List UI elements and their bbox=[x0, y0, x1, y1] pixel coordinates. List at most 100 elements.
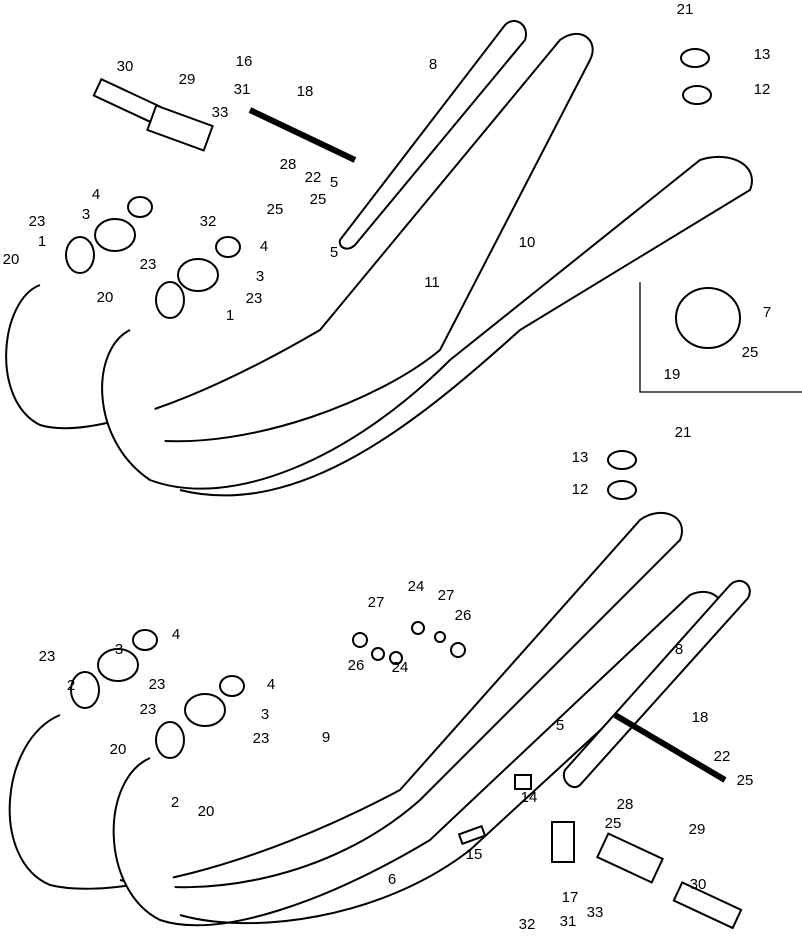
part-number-label: 4 bbox=[172, 626, 180, 643]
flange-bottom bbox=[97, 648, 139, 682]
washer-a bbox=[352, 632, 368, 648]
footpeg-shaft-bottom bbox=[613, 712, 727, 783]
part-number-label: 7 bbox=[763, 304, 771, 321]
part-number-label: 4 bbox=[267, 676, 275, 693]
part-number-label: 13 bbox=[754, 46, 771, 63]
footpeg-shaft-top bbox=[248, 107, 357, 163]
inset-box bbox=[639, 282, 802, 393]
exhaust-pipe-left-bottom bbox=[8, 511, 683, 890]
part-number-label: 32 bbox=[200, 213, 217, 230]
part-number-label: 20 bbox=[198, 803, 215, 820]
part-number-label: 8 bbox=[429, 56, 437, 73]
part-number-label: 31 bbox=[234, 81, 251, 98]
part-number-label: 1 bbox=[226, 307, 234, 324]
part-number-label: 11 bbox=[424, 274, 440, 291]
part-number-label: 5 bbox=[330, 174, 338, 191]
rubber-top bbox=[682, 85, 712, 105]
part-number-label: 23 bbox=[149, 676, 166, 693]
collar-bottom bbox=[70, 671, 100, 709]
flange-bottom-2 bbox=[184, 693, 226, 727]
part-number-label: 3 bbox=[115, 641, 123, 658]
part-number-label: 15 bbox=[466, 846, 483, 863]
washer-c bbox=[434, 631, 446, 643]
bottom-assembly bbox=[8, 511, 751, 930]
part-number-label: 3 bbox=[256, 268, 264, 285]
part-number-label: 23 bbox=[140, 701, 157, 718]
exhaust-pipe-right-bottom bbox=[112, 590, 724, 927]
nut-a bbox=[389, 651, 403, 665]
part-number-label: 3 bbox=[261, 706, 269, 723]
footpeg-rubber-top bbox=[146, 104, 214, 152]
part-number-label: 21 bbox=[677, 1, 694, 18]
part-number-label: 9 bbox=[322, 729, 330, 746]
flange-top-2 bbox=[177, 258, 219, 292]
footpeg-bar-bottom bbox=[672, 881, 743, 930]
part-number-label: 6 bbox=[388, 871, 396, 888]
part-number-label: 5 bbox=[556, 717, 564, 734]
part-number-label: 33 bbox=[587, 904, 604, 921]
gasket-top bbox=[127, 196, 153, 218]
part-number-label: 23 bbox=[29, 213, 46, 230]
part-number-label: 19 bbox=[664, 366, 681, 383]
part-number-label: 21 bbox=[675, 424, 692, 441]
collar-top bbox=[65, 236, 95, 274]
part-number-label: 20 bbox=[3, 251, 20, 268]
exhaust-pipe-right-top bbox=[101, 155, 753, 497]
part-number-label: 14 bbox=[521, 789, 538, 806]
part-number-label: 26 bbox=[455, 607, 472, 624]
part-number-label: 29 bbox=[689, 821, 706, 838]
part-number-label: 2 bbox=[67, 677, 75, 694]
bracket-15 bbox=[457, 824, 487, 846]
part-number-label: 5 bbox=[330, 244, 338, 261]
collar-bottom-2 bbox=[155, 721, 185, 759]
part-number-label: 24 bbox=[392, 659, 409, 676]
baffle bbox=[675, 287, 741, 349]
part-number-label: 17 bbox=[562, 889, 579, 906]
part-number-label: 25 bbox=[267, 201, 284, 218]
part-number-label: 24 bbox=[408, 578, 425, 595]
gasket-bottom-2 bbox=[219, 675, 245, 697]
part-number-label: 26 bbox=[348, 657, 365, 674]
part-number-label: 25 bbox=[310, 191, 327, 208]
part-number-label: 12 bbox=[572, 481, 589, 498]
washer-b bbox=[371, 647, 385, 661]
part-number-label: 23 bbox=[253, 730, 270, 747]
bracket-17 bbox=[551, 821, 575, 863]
part-number-label: 20 bbox=[97, 289, 114, 306]
flange-top bbox=[94, 218, 136, 252]
part-number-label: 28 bbox=[280, 156, 297, 173]
part-number-label: 1 bbox=[38, 233, 46, 250]
gasket-bottom bbox=[132, 629, 158, 651]
part-number-label: 33 bbox=[212, 104, 229, 121]
part-number-label: 4 bbox=[92, 186, 100, 203]
part-number-label: 23 bbox=[39, 648, 56, 665]
gasket-top-2 bbox=[215, 236, 241, 258]
exhaust-pipe-left-top bbox=[5, 33, 594, 443]
part-number-label: 13 bbox=[572, 449, 589, 466]
part-number-label: 31 bbox=[560, 913, 577, 930]
part-number-label: 23 bbox=[246, 290, 263, 307]
part-number-label: 23 bbox=[140, 256, 157, 273]
top-assembly bbox=[5, 20, 802, 500]
part-number-label: 8 bbox=[675, 641, 683, 658]
part-number-label: 3 bbox=[82, 206, 90, 223]
part-number-label: 25 bbox=[737, 772, 754, 789]
nut-b bbox=[411, 621, 425, 635]
part-number-label: 18 bbox=[692, 709, 709, 726]
heat-shield-top bbox=[338, 20, 527, 250]
part-number-label: 10 bbox=[519, 234, 536, 251]
clamp-top bbox=[680, 48, 710, 68]
part-number-label: 25 bbox=[605, 815, 622, 832]
bracket-14 bbox=[514, 774, 532, 790]
part-number-label: 12 bbox=[754, 81, 771, 98]
part-number-label: 22 bbox=[305, 169, 322, 186]
part-number-label: 27 bbox=[368, 594, 385, 611]
part-number-label: 28 bbox=[617, 796, 634, 813]
part-number-label: 25 bbox=[742, 344, 759, 361]
collar-top-2 bbox=[155, 281, 185, 319]
clamp-mid bbox=[607, 450, 637, 470]
part-number-label: 22 bbox=[714, 748, 731, 765]
part-number-label: 32 bbox=[519, 916, 536, 933]
